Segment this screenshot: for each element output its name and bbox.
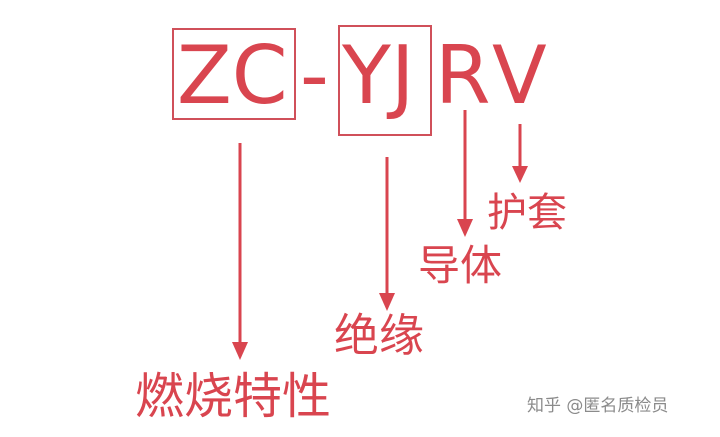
code-v: V	[492, 29, 547, 122]
code-r: R	[435, 29, 491, 122]
yj-highlight-box	[338, 25, 432, 136]
arrow-burning	[232, 143, 248, 360]
code-zc: ZC	[177, 29, 288, 122]
code-hyphen: -	[300, 29, 329, 122]
arrow-conductor	[457, 110, 473, 237]
label-conductor: 导体	[418, 241, 503, 290]
watermark-text: 知乎 @匿名质检员	[527, 396, 669, 416]
label-burning: 燃烧特性	[135, 368, 332, 425]
arrow-sheath	[512, 124, 528, 183]
arrow-insulation	[379, 157, 395, 311]
zc-highlight-box	[172, 28, 296, 120]
label-insulation: 绝缘	[334, 309, 425, 362]
label-sheath: 护套	[487, 190, 567, 236]
code-yj: YJ	[342, 29, 415, 122]
